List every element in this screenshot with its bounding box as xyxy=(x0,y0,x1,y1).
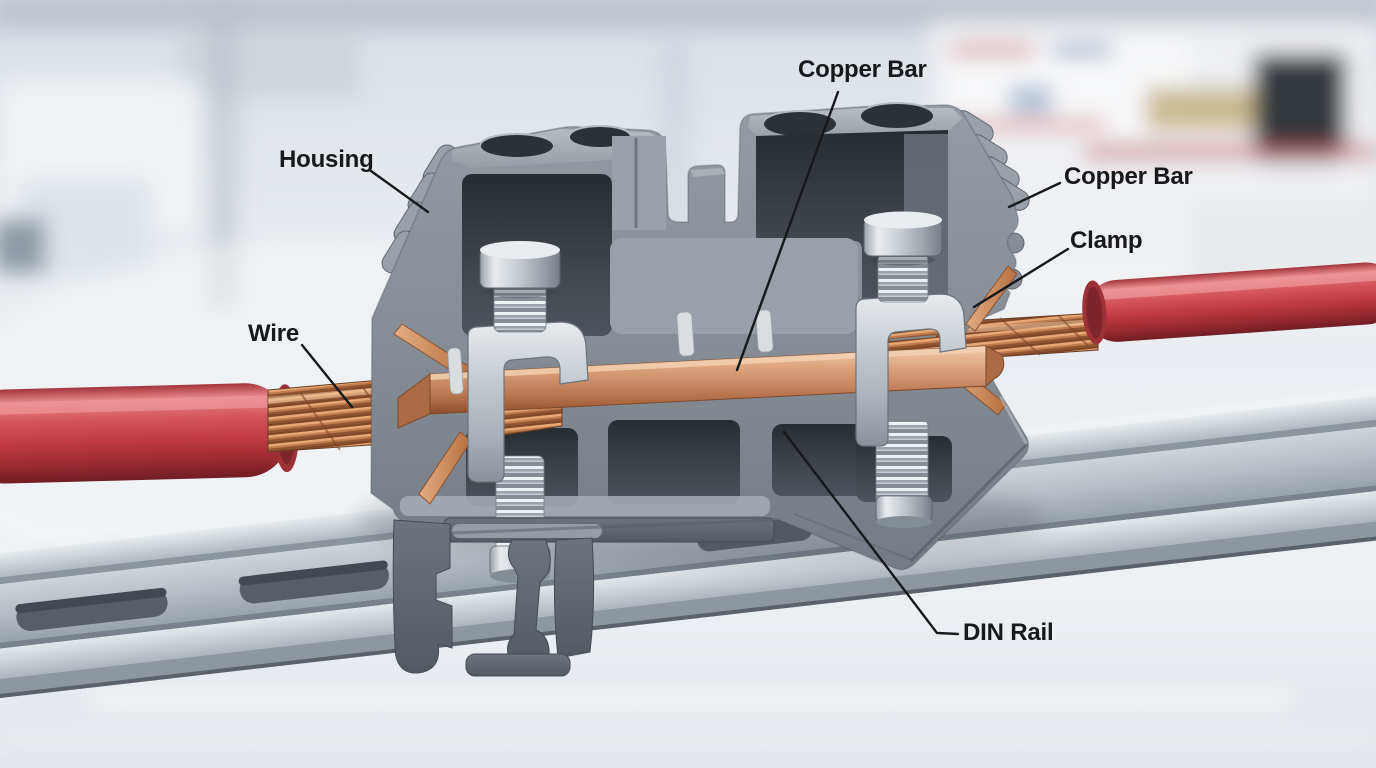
clamp-right xyxy=(855,293,967,447)
din-rail-leader-line xyxy=(782,430,960,636)
clamp-left xyxy=(467,321,589,483)
housing-foot xyxy=(392,517,775,677)
wire-leader-line xyxy=(300,343,354,409)
label-din-rail: DIN Rail xyxy=(963,619,1054,646)
label-wire: Wire xyxy=(248,320,299,347)
screw-hole-right-1 xyxy=(764,112,836,136)
housing xyxy=(370,102,1030,677)
copper-bar-top-leader-line xyxy=(735,90,840,372)
label-copper-bar-top: Copper Bar xyxy=(798,56,927,83)
label-housing: Housing xyxy=(279,146,374,173)
wire-right xyxy=(1082,262,1376,345)
leader-lines xyxy=(300,90,1070,636)
wire-left xyxy=(0,383,299,484)
screw-hole-left-1 xyxy=(481,135,553,157)
label-clamp: Clamp xyxy=(1070,227,1143,254)
clamp-leader-line xyxy=(972,247,1070,309)
housing-leader-line xyxy=(369,169,430,214)
center-tab-top xyxy=(690,168,725,177)
screw-hole-right-2 xyxy=(861,104,933,128)
foot-edge-shading xyxy=(450,396,1028,562)
clamp-right-assembly xyxy=(855,211,967,528)
copper-bar-right-leader-line xyxy=(1007,181,1062,209)
label-copper-bar-right: Copper Bar xyxy=(1064,163,1193,190)
